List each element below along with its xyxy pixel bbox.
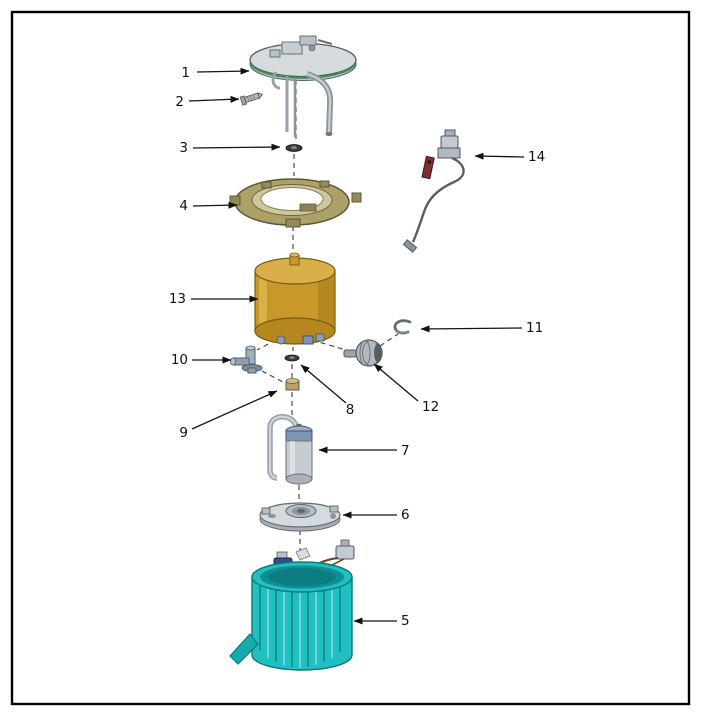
part-flange-cover xyxy=(249,35,357,137)
part-filter-housing xyxy=(254,252,336,345)
part-outlet-fitting xyxy=(230,345,263,374)
part-fuel-pump xyxy=(267,414,313,485)
callout-leaders xyxy=(188,67,525,625)
callout-8: 8 xyxy=(346,402,355,418)
diagram-frame xyxy=(10,10,691,706)
part-screw xyxy=(239,92,264,106)
callout-10: 10 xyxy=(171,352,188,368)
callout-3: 3 xyxy=(179,140,188,156)
callout-12: 12 xyxy=(422,399,439,415)
callout-11: 11 xyxy=(526,320,543,336)
callout-14: 14 xyxy=(528,149,545,165)
callout-9: 9 xyxy=(179,425,188,441)
callout-2: 2 xyxy=(175,94,184,110)
part-lock-ring xyxy=(229,178,362,228)
callout-13: 13 xyxy=(169,291,186,307)
flange-gasket-rim xyxy=(250,63,356,79)
callout-numbers: 1 2 3 4 5 6 7 8 9 10 11 12 13 14 xyxy=(169,65,545,629)
part-fuel-reservoir xyxy=(229,539,355,671)
part-pressure-regulator xyxy=(343,339,383,367)
part-reservoir-cover xyxy=(259,502,341,532)
callout-6: 6 xyxy=(401,507,410,523)
callout-1: 1 xyxy=(181,65,190,81)
part-washer xyxy=(284,354,300,362)
part-seal-washer xyxy=(285,144,303,152)
callout-7: 7 xyxy=(401,443,410,459)
part-wiring-harness xyxy=(402,129,465,253)
harness-wire xyxy=(411,156,465,243)
part-retaining-clip xyxy=(393,319,412,335)
callout-5: 5 xyxy=(401,613,410,629)
callout-4: 4 xyxy=(179,198,188,214)
reservoir-foot xyxy=(229,633,259,665)
part-spacer xyxy=(285,378,300,391)
